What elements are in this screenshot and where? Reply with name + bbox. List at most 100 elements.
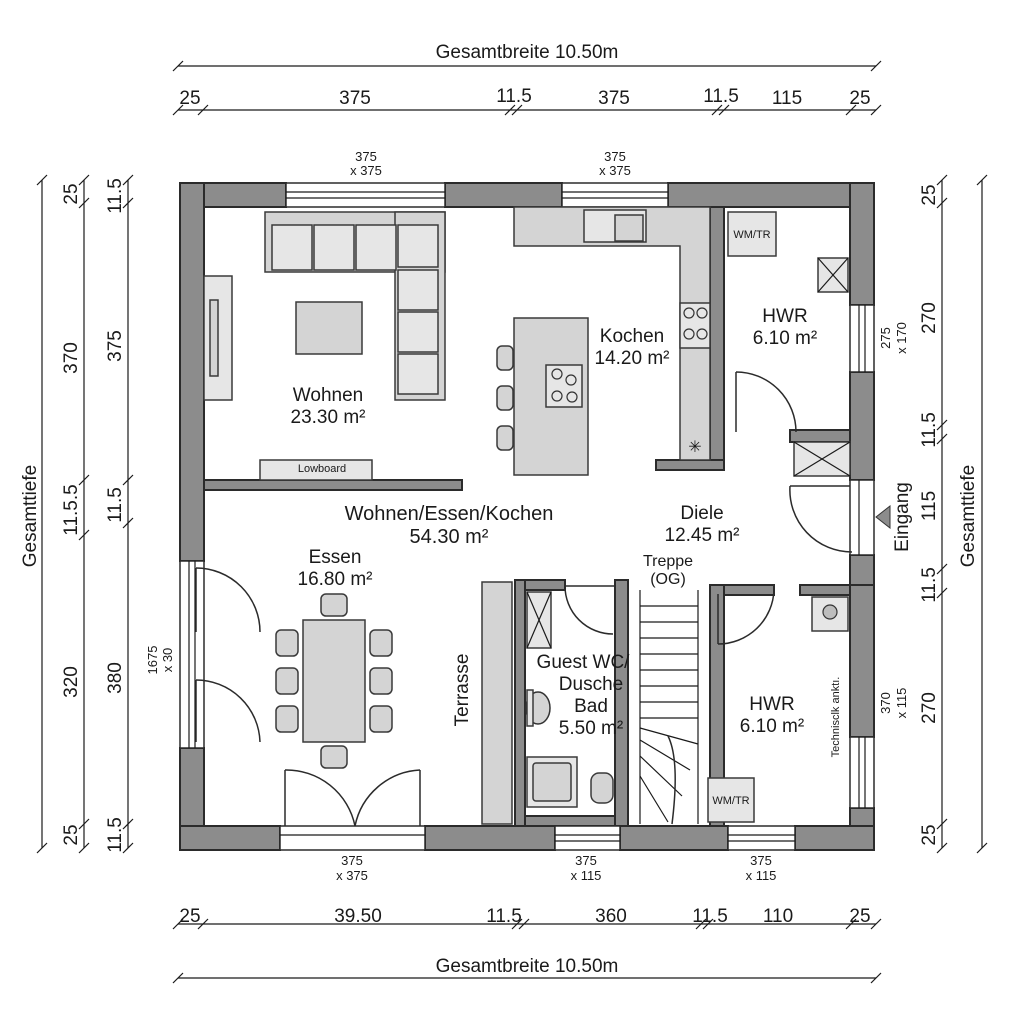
sofa: [264, 211, 446, 401]
top-seg-5: 11.5: [703, 86, 739, 107]
win-left-a: 1675: [145, 646, 160, 675]
essen-name: Essen: [309, 547, 362, 568]
right-segment-dimension: 25 270 11.5 115 11.5 270 25: [919, 174, 948, 854]
overall-width-bottom: Gesamtbreite 10.50m: [436, 956, 619, 977]
top-seg-2: 375: [339, 88, 371, 109]
dining-set: [275, 593, 393, 769]
bottom-seg-5: 11.5: [692, 906, 728, 927]
left-inner-seg-2: 375: [105, 330, 126, 362]
win-left-b: x 30: [160, 648, 175, 673]
top-seg-6: 115: [772, 88, 802, 109]
right-seg-6: 270: [919, 692, 940, 724]
lowboard-label: Lowboard: [298, 463, 346, 475]
terrasse-strip: [481, 581, 513, 825]
staircase: [639, 590, 699, 825]
win-right-hwr-a: 275: [878, 327, 893, 349]
left-inner-seg-3: 11.5: [105, 487, 126, 523]
left-inner-segment-dimension: 11.5 375 11.5 380 11.5: [105, 174, 134, 854]
wmtr-top-label: WM/TR: [733, 229, 770, 241]
win-bottom-left-a: 375: [341, 853, 363, 868]
bad-area: 5.50 m²: [559, 718, 623, 739]
hwr-bottom-fixtures: WM/TR Technisclk anktı.: [707, 596, 849, 823]
wmtr-bottom-label: WM/TR: [712, 795, 749, 807]
right-seg-1: 25: [919, 184, 940, 205]
right-seg-4: 115: [919, 491, 940, 521]
win-bottom-right-a: 375: [750, 853, 772, 868]
top-overall-dimension: Gesamtbreite 10.50m: [172, 42, 882, 72]
hwr-bottom-area: 6.10 m²: [740, 716, 804, 737]
bottom-overall-dimension: Gesamtbreite 10.50m: [172, 956, 882, 984]
essen-area: 16.80 m²: [298, 569, 373, 590]
top-seg-7: 25: [849, 88, 870, 109]
left-inner-seg-1: 11.5: [105, 178, 126, 214]
left-overall-dimension: Gesamttiefe: [20, 174, 48, 854]
kitchen-counter: ✳: [513, 206, 711, 461]
cooktop: [679, 302, 711, 349]
left-inner-seg-4: 380: [105, 662, 126, 694]
room-labels: Wohnen 23.30 m² Kochen 14.20 m² HWR 6.10…: [291, 306, 913, 739]
bottom-segment-dimension: 25 39.50 11.5 360 11.5 110 25: [172, 906, 882, 930]
bottom-seg-7: 25: [849, 906, 870, 927]
win-top-left-a: 375: [355, 149, 377, 164]
win-bottom-mid-b: x 115: [571, 868, 602, 883]
fridge-icon: ✳: [688, 439, 701, 456]
hwr-bottom-name: HWR: [749, 694, 794, 715]
window-labels: 375 x 375 375 x 375 275 x 170 370 x 115 …: [145, 149, 909, 883]
hwr-top-fixtures: WM/TR: [727, 211, 851, 477]
bad-line2: Dusche: [559, 674, 623, 695]
kitchen-island: [496, 317, 589, 476]
bottom-seg-6: 110: [763, 906, 793, 927]
top-seg-3: 11.5: [496, 86, 532, 107]
top-segment-dimension: 25 375 11.5 375 11.5 115 25: [172, 86, 882, 116]
overall-width-top: Gesamtbreite 10.50m: [436, 42, 619, 63]
win-bottom-left-b: x 375: [336, 868, 368, 883]
win-top-left-b: x 375: [350, 163, 382, 178]
overall-depth-left: Gesamttiefe: [20, 465, 41, 567]
right-seg-2: 270: [919, 302, 940, 334]
diele-name: Diele: [680, 503, 723, 524]
lowboard: Lowboard: [259, 459, 373, 481]
right-overall-dimension: Gesamttiefe: [958, 174, 988, 854]
top-seg-4: 375: [598, 88, 630, 109]
terrasse-label: Terrasse: [452, 654, 473, 727]
hwr-top-area: 6.10 m²: [753, 328, 817, 349]
win-top-mid-b: x 375: [599, 163, 631, 178]
wohnen-name: Wohnen: [293, 385, 363, 406]
bath-fixtures: [525, 591, 614, 808]
combined-area: 54.30 m²: [410, 526, 489, 548]
toilet: [590, 772, 614, 804]
left-outer-seg-4: 320: [61, 666, 82, 698]
win-right-hwr-b: x 170: [894, 322, 909, 354]
right-seg-3: 11.5: [919, 412, 940, 448]
wohnen-area: 23.30 m²: [291, 407, 366, 428]
bottom-seg-3: 11.5: [486, 906, 522, 927]
windows: [179, 182, 875, 851]
treppe-sub: (OG): [650, 571, 686, 588]
win-right-lower-b: x 115: [894, 688, 909, 719]
diele-area: 12.45 m²: [665, 525, 740, 546]
technik-label: Technisclk anktı.: [830, 677, 842, 758]
kochen-area: 14.20 m²: [595, 348, 670, 369]
left-outer-seg-3: 11.5.5: [61, 484, 82, 535]
right-seg-7: 25: [919, 824, 940, 845]
doors: [195, 371, 853, 827]
win-bottom-mid-a: 375: [575, 853, 597, 868]
win-top-mid-a: 375: [604, 149, 626, 164]
left-outer-segment-dimension: 25 370 11.5.5 320 25: [61, 174, 90, 854]
hwr-top-name: HWR: [762, 306, 807, 327]
kochen-name: Kochen: [600, 326, 664, 347]
win-bottom-right-b: x 115: [746, 868, 777, 883]
tv-unit: [203, 275, 233, 401]
treppe-name: Treppe: [643, 553, 693, 570]
win-right-lower-a: 370: [878, 692, 893, 714]
left-outer-seg-1: 25: [61, 183, 82, 204]
right-seg-5: 11.5: [919, 567, 940, 603]
bad-line3: Bad: [574, 696, 608, 717]
left-outer-seg-2: 370: [61, 342, 82, 374]
left-inner-seg-5: 11.5: [105, 817, 126, 853]
bottom-seg-4: 360: [595, 906, 627, 927]
bad-line1: Guest WC/: [537, 652, 631, 673]
left-outer-seg-5: 25: [61, 824, 82, 845]
entrance-arrow-icon: [875, 504, 891, 530]
